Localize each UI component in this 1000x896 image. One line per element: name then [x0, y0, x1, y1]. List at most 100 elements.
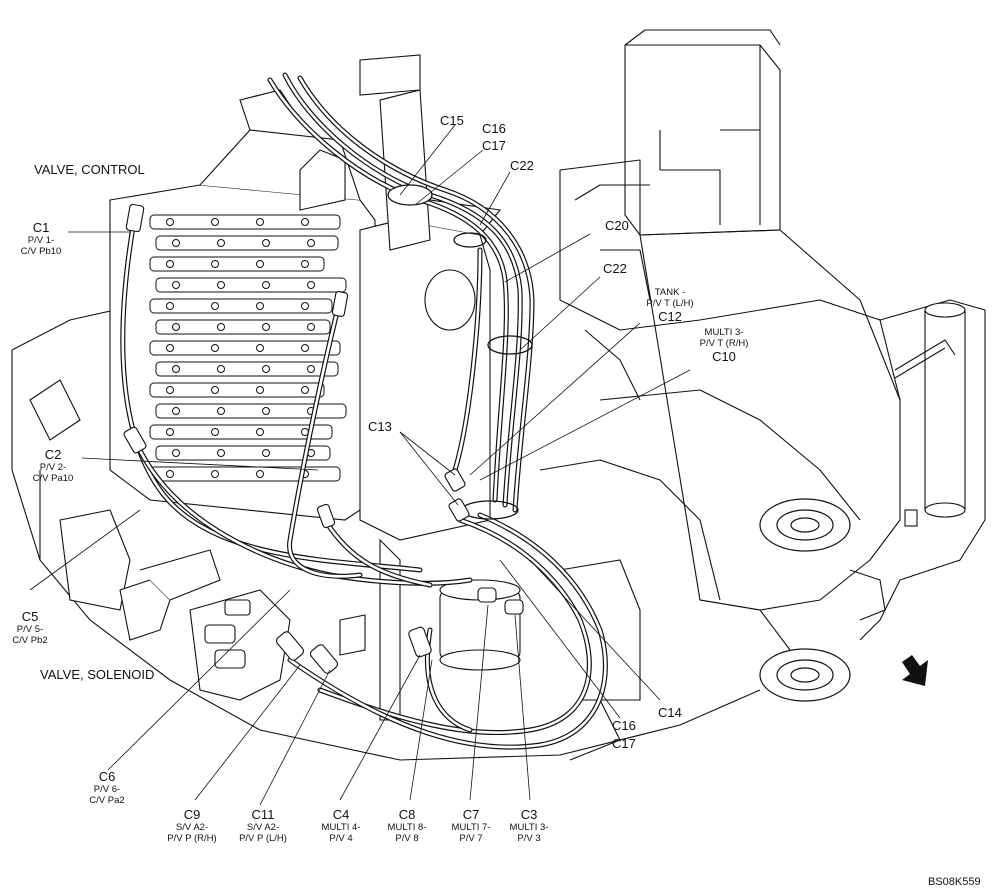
spool-bolt	[172, 365, 180, 373]
spool-bolt	[211, 302, 219, 310]
callout-c11: C11 S/V A2- P/V P (L/H)	[226, 807, 300, 845]
valve-spool	[155, 235, 339, 251]
spool-bolt	[301, 260, 309, 268]
callout-c4-line2: P/V 4	[329, 832, 353, 844]
boom-pins	[759, 498, 851, 702]
spool-bolt	[166, 470, 174, 478]
spool-bolt	[262, 239, 270, 247]
callout-c11-line1: S/V A2-	[246, 821, 280, 833]
leader-lines	[29, 124, 691, 806]
callout-c15: C15	[440, 113, 464, 128]
callout-c6: C6 P/V 6- C/V Pa2	[78, 769, 136, 807]
upper-frame	[539, 29, 986, 641]
spool-bolt	[301, 302, 309, 310]
callout-c3-id: C3	[520, 807, 538, 822]
callout-c5-line1: P/V 5-	[16, 623, 44, 635]
spool-bolt	[256, 386, 264, 394]
valve-spool	[155, 277, 347, 293]
callout-c1-id: C1	[32, 220, 50, 235]
spool-bolt	[166, 428, 174, 436]
callout-c10: MULTI 3- P/V T (R/H) C10	[686, 327, 762, 365]
callout-c12-line2: P/V T (L/H)	[646, 297, 694, 309]
spool-bolt	[211, 428, 219, 436]
callout-c6-line1: P/V 6-	[93, 783, 121, 795]
callout-c8-id: C8	[398, 807, 416, 822]
spool-bolt	[172, 281, 180, 289]
valve-spool	[155, 361, 339, 377]
spool-bolt	[166, 218, 174, 226]
spool-bolt	[256, 344, 264, 352]
callout-c4: C4 MULTI 4- P/V 4	[312, 807, 370, 845]
callout-c10-id: C10	[712, 348, 736, 364]
spool-bolt	[166, 302, 174, 310]
callout-c4-line1: MULTI 4-	[321, 821, 361, 833]
right-post	[894, 302, 966, 527]
spool-bolt	[166, 344, 174, 352]
callout-c9-id: C9	[183, 807, 201, 822]
spool-bolt	[211, 260, 219, 268]
callout-c11-line2: P/V P (L/H)	[239, 832, 287, 844]
valve-spool	[149, 340, 341, 356]
callout-c7: C7 MULTI 7- P/V 7	[442, 807, 500, 845]
spool-bolt	[256, 260, 264, 268]
valve-spool	[155, 445, 331, 461]
callout-c5-id: C5	[21, 609, 39, 624]
spool-bolt	[217, 449, 225, 457]
callout-c16-top: C16	[482, 121, 506, 136]
spool-bolt	[172, 449, 180, 457]
spool-bolt	[166, 386, 174, 394]
callout-c5: C5 P/V 5- C/V Pb2	[0, 609, 60, 647]
spool-bolt	[211, 386, 219, 394]
callout-c7-id: C7	[462, 807, 480, 822]
callout-c2: C2 P/V 2- C/V Pa10	[22, 447, 84, 485]
valve-spool	[149, 298, 333, 314]
valve-control-title: VALVE, CONTROL	[34, 162, 145, 177]
callout-c7-line2: P/V 7	[459, 832, 483, 844]
valve-spool	[149, 382, 325, 398]
swing-base	[11, 299, 886, 761]
spool-bolt	[307, 365, 315, 373]
callout-c1-line2: C/V Pb10	[20, 245, 62, 257]
callout-c10-line1: MULTI 3-	[704, 327, 744, 338]
callout-c11-id: C11	[251, 807, 275, 822]
callout-c16-bottom: C16	[612, 718, 636, 733]
valve-solenoid-title: VALVE, SOLENOID	[40, 667, 155, 682]
spool-bolt	[211, 344, 219, 352]
spool-bolt	[307, 239, 315, 247]
figure-code: BS08K559	[928, 876, 981, 888]
callout-c14: C14	[658, 705, 682, 720]
callout-c8-line2: P/V 8	[395, 832, 419, 844]
callout-c13: C13	[368, 419, 392, 434]
callout-c5-line2: C/V Pb2	[12, 634, 48, 646]
spool-bolt	[217, 239, 225, 247]
spool-bolt	[211, 470, 219, 478]
callout-c8-line1: MULTI 8-	[387, 821, 427, 833]
callout-c9-line2: P/V P (R/H)	[167, 832, 217, 844]
callout-c2-line2: C/V Pa10	[32, 472, 74, 484]
callout-c12: TANK - P/V T (L/H) C12	[632, 287, 708, 325]
callout-c17-bottom: C17	[612, 736, 636, 751]
callout-c6-id: C6	[98, 769, 116, 784]
valve-spool	[149, 466, 341, 482]
spool-bolt	[301, 386, 309, 394]
callout-c20: C20	[605, 218, 629, 233]
valve-spool	[149, 424, 333, 440]
valve-spool	[155, 319, 331, 335]
spool-bolt	[262, 365, 270, 373]
callout-c1-line1: P/V 1-	[27, 234, 55, 246]
callout-c22-top: C22	[510, 158, 534, 173]
callout-c6-line2: C/V Pa2	[89, 794, 125, 806]
callout-c1: C1 P/V 1- C/V Pb10	[10, 220, 72, 258]
spool-bolt	[262, 407, 270, 415]
spool-bolt	[256, 302, 264, 310]
valve-spool	[149, 256, 325, 272]
callout-c3: C3 MULTI 3- P/V 3	[500, 807, 558, 845]
spool-bolt	[262, 323, 270, 331]
spool-bolt	[217, 281, 225, 289]
callout-c12-id: C12	[658, 308, 682, 324]
hydraulic-hoses	[120, 72, 608, 750]
spool-bolt	[172, 407, 180, 415]
callout-c4-id: C4	[332, 807, 350, 822]
spool-bolt	[262, 281, 270, 289]
spool-bolt	[217, 323, 225, 331]
